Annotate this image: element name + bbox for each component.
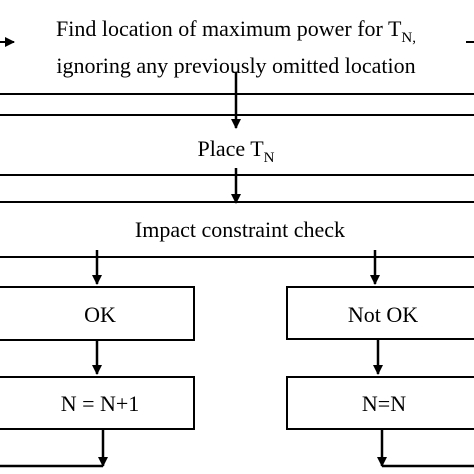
find-location-subscript: N, [401,30,416,46]
find-location-text: Find location of maximum power for TN, i… [56,16,416,78]
not-ok-box [286,286,474,340]
increment-text: N = N+1 [61,391,140,416]
place-subscript: N [264,150,275,166]
place-label: Place T [197,136,264,161]
ok-text: OK [84,302,116,327]
impact-check-text: Impact constraint check [135,217,345,242]
impact-check-box [0,201,474,258]
place-text: Place TN [197,136,274,166]
not-ok-text: Not OK [348,302,418,327]
increment-box [0,376,195,430]
find-location-line1: Find location of maximum power for T [56,16,402,41]
keep-text: N=N [362,391,406,416]
svg-text:Find location of maximum power: Find location of maximum power for TN, [56,16,416,46]
